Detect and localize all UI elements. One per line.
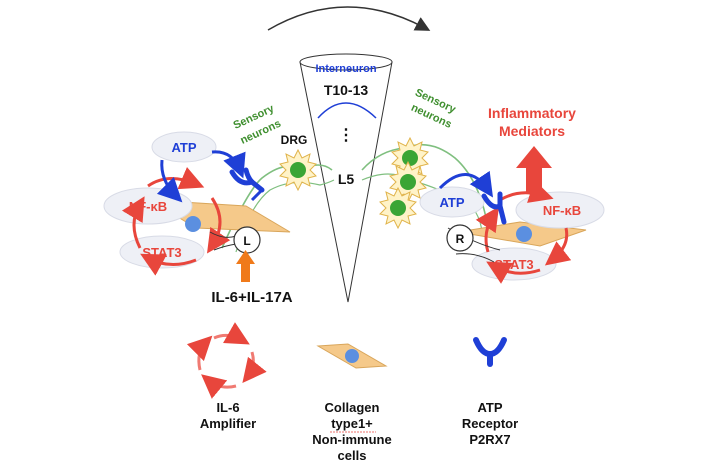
- atp-right-arrow: [438, 170, 493, 198]
- legend-receptor-label-2: Receptor: [462, 416, 518, 431]
- atp-left-label: ATP: [171, 140, 196, 155]
- legend-receptor-icon: [473, 337, 507, 367]
- legend-collagen-label-1: Collagen: [325, 400, 380, 415]
- drg-neuron-cluster-right: [379, 136, 429, 230]
- stat3-left-label: STAT3: [142, 245, 181, 260]
- atp-left-ellipse: [151, 131, 217, 163]
- legend-collagen-label-2: type1+: [331, 416, 373, 431]
- receptor-left: [229, 167, 265, 193]
- circulation-arrow: [267, 6, 431, 31]
- amplifier-loop-left: [121, 167, 231, 276]
- nfkb-left-label: NF-κB: [129, 199, 167, 214]
- atp-left-blue-curve: [156, 159, 183, 203]
- inflammatory-arrow: [516, 146, 552, 194]
- cytokines-label: IL-6+IL-17A: [211, 289, 292, 306]
- drg-label: DRG: [281, 133, 308, 147]
- legend-collagen-label-3: Non-immune: [312, 432, 391, 447]
- legend-collagen-label-4: cells: [338, 448, 367, 463]
- inflammatory-label-2: Mediators: [499, 123, 565, 139]
- l-node-label: L: [243, 234, 250, 248]
- atp-right-label: ATP: [439, 195, 464, 210]
- cytokine-arrow: [236, 250, 255, 282]
- ellipsis-label: ⋮: [338, 127, 354, 144]
- legend-amplifier-label-1: IL-6: [216, 400, 239, 415]
- atp-left-arrow: [211, 150, 246, 179]
- stat3-right-label: STAT3: [494, 257, 533, 272]
- drg-neuron-left: [279, 148, 317, 192]
- legend-collagen-icon: [316, 343, 388, 369]
- nfkb-right-label: NF-κB: [543, 203, 581, 218]
- legend-amplifier-icon: [186, 322, 267, 399]
- nucleus-left: [185, 216, 201, 232]
- spinal-cord-cone: [299, 53, 393, 303]
- receptor-right: [481, 191, 507, 225]
- legend-amplifier-label-2: Amplifier: [200, 416, 256, 431]
- legend-receptor-label-1: ATP: [477, 400, 502, 415]
- t10-13-label: T10-13: [324, 82, 369, 98]
- interneuron-label: Interneuron: [315, 63, 376, 75]
- receptor-left-stem: [250, 188, 264, 202]
- r-node: [446, 224, 474, 252]
- inflammatory-label-1: Inflammatory: [488, 105, 576, 121]
- amplifier-loop-right: [475, 180, 572, 284]
- r-node-label: R: [456, 232, 465, 246]
- nucleus-right: [516, 226, 532, 242]
- l5-label: L5: [338, 171, 355, 187]
- legend-receptor-label-3: P2RX7: [469, 432, 510, 447]
- atp-right-ellipse: [419, 186, 485, 218]
